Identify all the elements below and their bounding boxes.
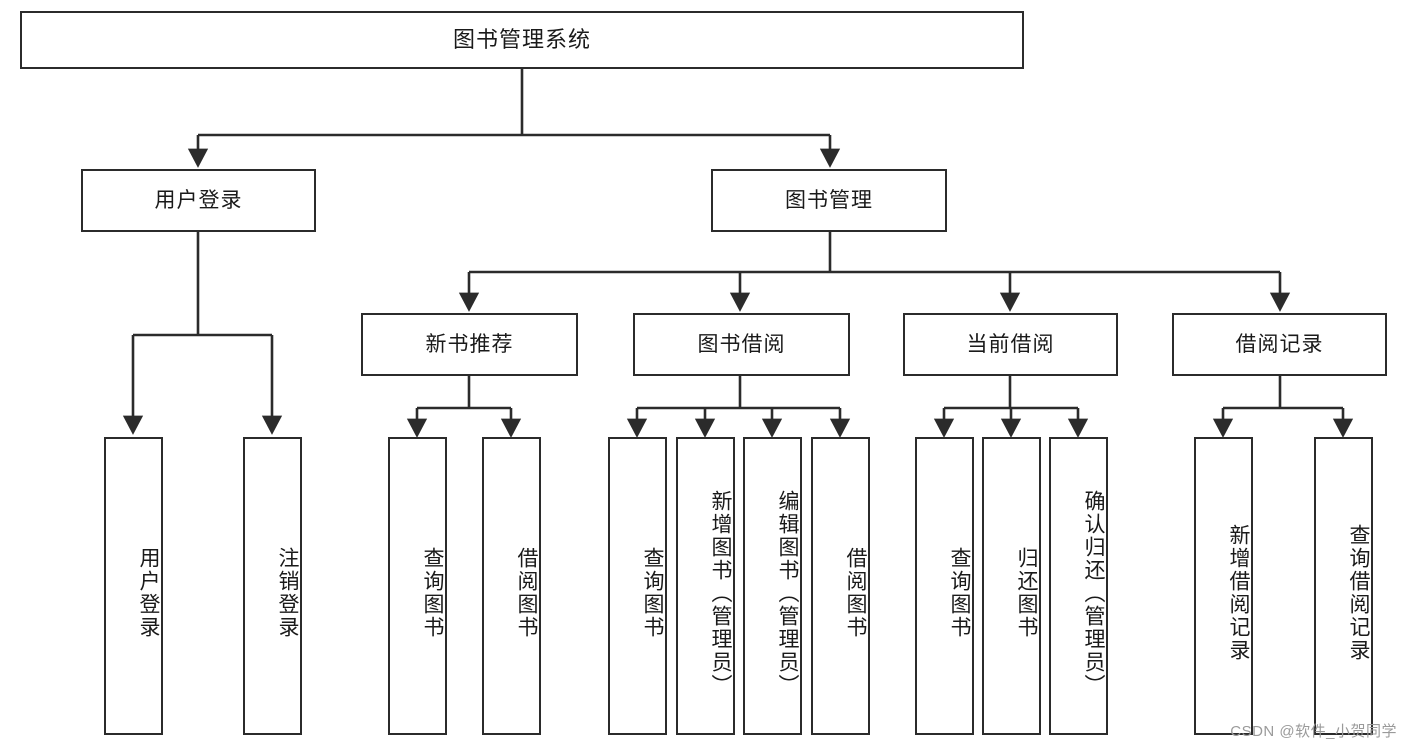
node-label: 确认归还（管理员） [1082,489,1105,697]
node-label: 注销登录 [276,547,299,639]
csdn-watermark: CSDN @软件_小贺同学 [1230,723,1397,740]
node-leaf-add-borrow-record[interactable]: 新增借阅记录 [1194,437,1253,735]
node-label: 查询图书 [641,547,664,639]
node-label: 图书管理系统 [452,26,591,52]
node-leaf-borrow-book-2[interactable]: 借阅图书 [811,437,870,735]
node-label: 图书借阅 [697,332,786,356]
node-book-manage[interactable]: 图书管理 [711,169,947,232]
node-current-borrow[interactable]: 当前借阅 [903,313,1118,376]
node-label: 归还图书 [1015,547,1038,639]
node-label: 新书推荐 [425,332,514,356]
node-label: 查询借阅记录 [1347,524,1370,662]
node-leaf-query-book-3[interactable]: 查询图书 [915,437,974,735]
node-label: 新增借阅记录 [1227,524,1250,662]
node-book-borrow[interactable]: 图书借阅 [633,313,850,376]
node-label: 查询图书 [421,547,444,639]
node-leaf-logout-login[interactable]: 注销登录 [243,437,302,735]
node-book-management-system[interactable]: 图书管理系统 [20,11,1024,69]
node-label: 用户登录 [154,188,243,212]
node-new-book-recommend[interactable]: 新书推荐 [361,313,578,376]
node-leaf-confirm-return[interactable]: 确认归还（管理员） [1049,437,1108,735]
node-leaf-user-login[interactable]: 用户登录 [104,437,163,735]
node-leaf-return-book[interactable]: 归还图书 [982,437,1041,735]
node-leaf-edit-book[interactable]: 编辑图书（管理员） [743,437,802,735]
node-label: 借阅图书 [515,547,538,639]
node-label: 编辑图书（管理员） [776,489,799,697]
node-label: 新增图书（管理员） [709,489,732,697]
node-user-login[interactable]: 用户登录 [81,169,316,232]
node-leaf-add-book[interactable]: 新增图书（管理员） [676,437,735,735]
node-label: 借阅图书 [844,547,867,639]
node-label: 用户登录 [137,547,160,639]
node-leaf-query-book-1[interactable]: 查询图书 [388,437,447,735]
node-label: 查询图书 [948,547,971,639]
node-leaf-query-borrow-record[interactable]: 查询借阅记录 [1314,437,1373,735]
node-label: 图书管理 [785,188,873,212]
node-leaf-borrow-book-1[interactable]: 借阅图书 [482,437,541,735]
node-label: 当前借阅 [966,332,1055,356]
node-leaf-query-book-2[interactable]: 查询图书 [608,437,667,735]
node-borrow-record[interactable]: 借阅记录 [1172,313,1387,376]
node-label: 借阅记录 [1235,332,1324,356]
